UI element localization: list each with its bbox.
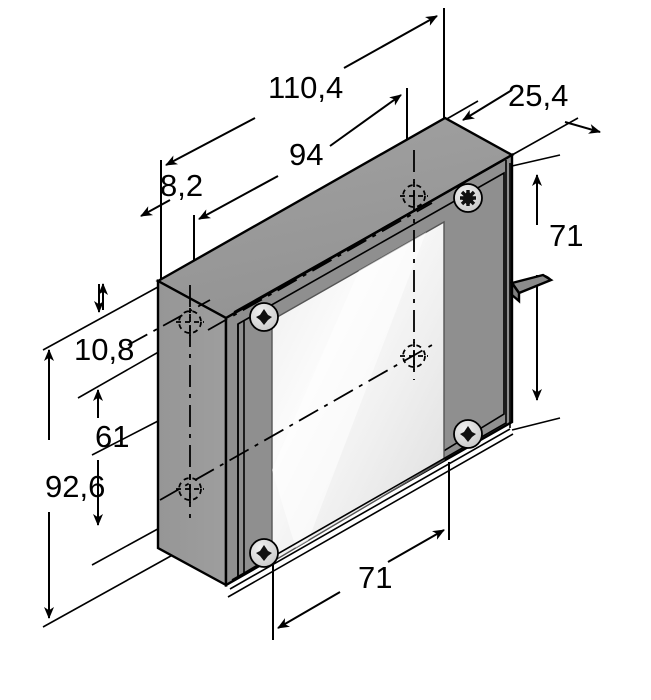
dimension-label-71-right: 71	[549, 218, 583, 253]
front-bottom-edge-strip-2	[229, 428, 511, 590]
dimension-94: 94	[193, 88, 408, 322]
dimension-label-61: 61	[95, 419, 129, 454]
dimension-label-8-2: 8,2	[160, 168, 203, 203]
screw-top-left	[249, 302, 279, 332]
dimension-label-92-6: 92,6	[45, 469, 105, 504]
dimension-71-right: 71	[511, 154, 583, 431]
dimension-label-94: 94	[289, 137, 323, 172]
dimension-label-25-4: 25,4	[508, 78, 568, 113]
dimension-8-2: 8,2	[98, 168, 203, 310]
screw-bottom-right	[453, 419, 483, 449]
dimension-label-71-bottom: 71	[358, 560, 392, 595]
screw-bottom-left	[249, 538, 279, 568]
center-line-diagonal-lower	[159, 344, 433, 501]
dimension-label-10-8: 10,8	[74, 332, 134, 367]
dimension-10-8: 10,8	[74, 284, 177, 399]
dimension-92-6: 92,6	[42, 275, 179, 628]
center-line-diagonal-left-upper	[127, 299, 211, 346]
mounting-hole-left-upper	[176, 308, 204, 336]
dimension-25-4: 25,4	[444, 78, 601, 156]
dimension-61: 61	[91, 389, 197, 566]
dimension-71-bottom: 71	[272, 462, 450, 640]
lid-seam-top-2	[233, 161, 501, 313]
screw-top-right	[453, 183, 483, 213]
enclosure-body	[127, 116, 554, 598]
dimension-110-4: 110,4	[160, 8, 445, 282]
dimension-label-110-4: 110,4	[268, 70, 343, 105]
front-bottom-edge-strip-3	[227, 433, 514, 598]
center-line-diagonal-upper	[207, 202, 433, 331]
side-connector-stub	[510, 273, 554, 304]
